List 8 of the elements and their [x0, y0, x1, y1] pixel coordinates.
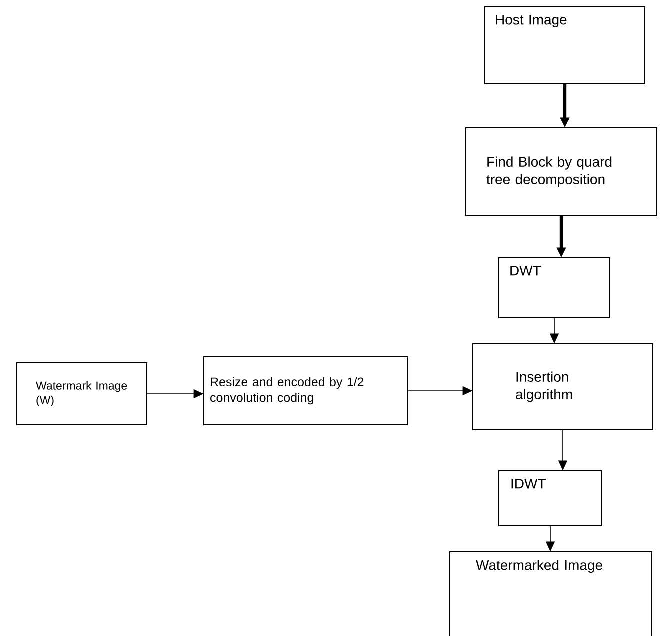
process-box: Insertion algorithm — [472, 344, 654, 430]
process-box: IDWT — [498, 470, 602, 526]
process-box: DWT — [498, 258, 610, 318]
process-box: Watermarked Image — [450, 552, 652, 636]
process-box: Watermark Image (W) — [16, 362, 148, 426]
process-box: Find Block by quard tree decomposition — [466, 128, 658, 216]
process-box: Host Image — [484, 6, 646, 84]
process-box: Resize and encoded by 1/2 convolution coding — [204, 356, 408, 426]
